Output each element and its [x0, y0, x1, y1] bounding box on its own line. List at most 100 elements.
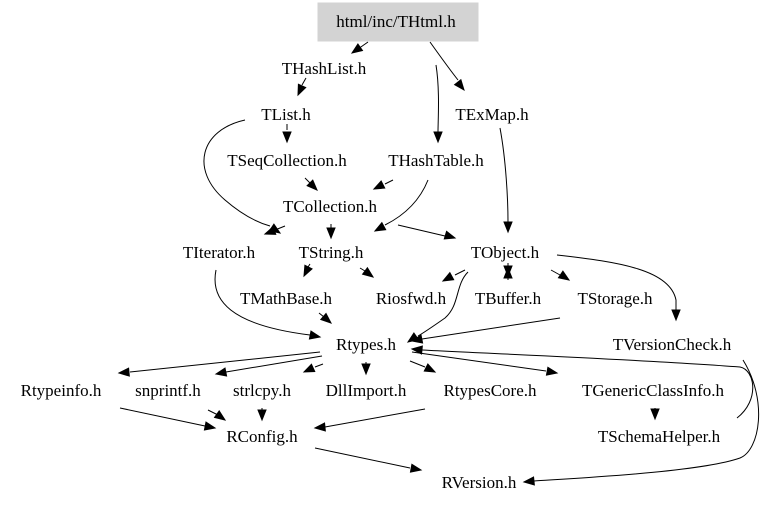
node-dllimport[interactable]: DllImport.h [326, 381, 407, 400]
edge-line [301, 77, 307, 86]
arrowhead-icon [409, 463, 423, 473]
node-tstorage[interactable]: TStorage.h [577, 289, 653, 308]
edge-tlist-to-tseqcollection [282, 124, 292, 144]
node-label: RVersion.h [442, 473, 517, 492]
node-rversion[interactable]: RVersion.h [442, 473, 517, 492]
edge-tobject-to-riosfwd [441, 269, 466, 282]
arrowhead-icon [423, 363, 437, 373]
arrowhead-icon [361, 266, 375, 278]
edge-line [397, 224, 446, 237]
edge-rtypes-to-dllimport [361, 362, 371, 376]
edge-rtypeinfo-to-rconfig [119, 407, 217, 431]
node-tversioncheck[interactable]: TVersionCheck.h [613, 335, 732, 354]
node-label: Rtypes.h [336, 335, 396, 354]
edge-rtypes-to-snprintf [214, 355, 323, 377]
node-snprintf[interactable]: snprintf.h [135, 381, 201, 400]
node-tstring[interactable]: TString.h [299, 243, 364, 262]
node-thashtable[interactable]: THashTable.h [388, 151, 484, 170]
node-label: RConfig.h [226, 427, 298, 446]
arrowhead-icon [297, 83, 307, 97]
edge-thtml-to-thashlist [350, 41, 369, 54]
node-label: TGenericClassInfo.h [582, 381, 725, 400]
node-thtml[interactable]: html/inc/THtml.h [317, 2, 479, 42]
edge-tschemahelper-to-rtypes [410, 345, 754, 419]
node-tcollection[interactable]: TCollection.h [283, 197, 377, 216]
arrowhead-icon [650, 408, 660, 421]
arrowhead-icon [303, 264, 313, 278]
node-tschemahelper[interactable]: TSchemaHelper.h [598, 427, 721, 446]
edge-tlist-to-titerator [203, 119, 282, 234]
arrowhead-icon [213, 410, 227, 421]
edge-tgenericclassinfo-to-tschemahelper [650, 408, 660, 421]
edge-line [304, 177, 311, 184]
edge-rtypes-to-rtypeinfo [117, 351, 321, 377]
edge-line [411, 351, 547, 372]
node-label: THashList.h [282, 59, 367, 78]
edge-line [454, 269, 466, 276]
node-rtypeinfo[interactable]: Rtypeinfo.h [21, 381, 102, 400]
node-tbuffer[interactable]: TBuffer.h [475, 289, 542, 308]
edge-rtypescore-to-rconfig [313, 408, 426, 432]
edge-line [203, 119, 271, 227]
node-label: THashTable.h [388, 151, 484, 170]
edge-titerator-to-rtypes [214, 269, 322, 340]
edge-rtypes-to-rtypescore [409, 360, 437, 373]
node-tgenericclassinfo[interactable]: TGenericClassInfo.h [582, 381, 725, 400]
arrowhead-icon [326, 227, 336, 240]
arrowhead-icon [503, 221, 513, 234]
node-texmap[interactable]: TExMap.h [455, 105, 529, 124]
node-label: Riosfwd.h [376, 289, 447, 308]
edge-line [384, 179, 394, 185]
edge-thtml-to-texmap [429, 41, 465, 92]
node-rtypescore[interactable]: RtypesCore.h [443, 381, 537, 400]
edge-line [314, 447, 411, 469]
arrowhead-icon [117, 367, 130, 377]
node-tseqcollection[interactable]: TSeqCollection.h [227, 151, 347, 170]
node-label: TCollection.h [283, 197, 377, 216]
node-label: TStorage.h [577, 289, 653, 308]
edge-tcollection-to-tobject [397, 224, 457, 240]
node-rconfig[interactable]: RConfig.h [226, 427, 298, 446]
edge-line [421, 317, 561, 340]
edge-line [384, 179, 429, 226]
edge-line [435, 64, 439, 133]
edge-line [225, 355, 323, 373]
arrowhead-icon [263, 225, 277, 235]
arrowhead-icon [441, 271, 455, 282]
node-rtypes[interactable]: Rtypes.h [336, 335, 396, 354]
node-label: TString.h [299, 243, 364, 262]
edge-rtypes-to-strlcpy [302, 363, 324, 373]
node-thashlist[interactable]: THashList.h [282, 59, 367, 78]
node-label: TObject.h [471, 243, 540, 262]
edge-line [359, 267, 366, 272]
edge-thashtable-to-tcollection [372, 179, 394, 190]
edge-line [129, 351, 321, 373]
edge-tseqcollection-to-tcollection [304, 177, 318, 191]
node-label: TList.h [261, 105, 311, 124]
node-riosfwd[interactable]: Riosfwd.h [376, 289, 447, 308]
arrowhead-icon [453, 78, 465, 92]
node-titerator[interactable]: TIterator.h [183, 243, 256, 262]
edge-line [533, 359, 760, 482]
node-label: RtypesCore.h [443, 381, 537, 400]
arrowhead-icon [443, 230, 457, 240]
node-tlist[interactable]: TList.h [261, 105, 311, 124]
edge-line [324, 408, 426, 428]
node-tmathbase[interactable]: TMathBase.h [240, 289, 333, 308]
node-label: TExMap.h [455, 105, 529, 124]
edge-tstring-to-tmathbase [303, 263, 313, 278]
node-tobject[interactable]: TObject.h [471, 243, 540, 262]
node-label: strlcpy.h [233, 381, 291, 400]
node-strlcpy[interactable]: strlcpy.h [233, 381, 291, 400]
arrowhead-icon [319, 312, 333, 324]
arrowhead-icon [282, 131, 292, 144]
arrowhead-icon [203, 421, 217, 431]
arrowhead-icon [557, 270, 571, 281]
arrowhead-icon [313, 422, 326, 432]
edge-line [274, 225, 286, 231]
node-label: TSchemaHelper.h [598, 427, 721, 446]
edges-layer [117, 41, 760, 486]
edge-snprintf-to-rconfig [207, 409, 227, 421]
